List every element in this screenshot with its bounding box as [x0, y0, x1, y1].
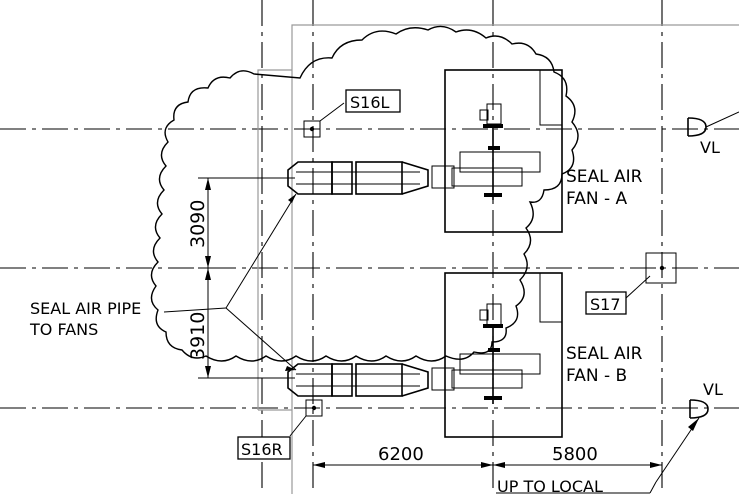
fan-a-label-line2: FAN - A [566, 189, 628, 209]
building-outline [257, 24, 739, 494]
fan-a-label-line1: SEAL AIR [566, 167, 643, 187]
s16l-marker [303, 89, 401, 138]
dim-5800-label: 5800 [552, 444, 598, 465]
s17-label: S17 [590, 295, 621, 314]
fan-b-label-line1: SEAL AIR [566, 344, 643, 364]
dim-6200-label: 6200 [378, 444, 424, 465]
s16r-marker [237, 399, 323, 460]
s17-marker [585, 252, 677, 315]
vertical-dimension [198, 177, 295, 379]
s16r-label: S16R [241, 440, 283, 459]
pipe-leader-lines [163, 193, 297, 371]
pipe-label-line2: TO FANS [29, 320, 98, 339]
fan-b-label-line2: FAN - B [566, 366, 627, 386]
vl-valve-bottom-icon [655, 399, 709, 483]
s16l-label: S16L [350, 93, 390, 112]
pipe-label-line1: SEAL AIR PIPE [30, 299, 141, 318]
revision-cloud [150, 25, 579, 362]
up-to-local-leader [496, 481, 657, 494]
duct-a [287, 161, 429, 195]
dim-3910-label: 3910 [187, 312, 209, 360]
duct-b [287, 363, 429, 397]
vl-valve-top-icon [687, 111, 739, 137]
horizontal-dimension [313, 462, 662, 468]
fan-b-unit [431, 272, 563, 438]
up-to-local-label: UP TO LOCAL [497, 477, 603, 494]
dim-3090-label: 3090 [187, 200, 209, 248]
vl-bottom-label: VL [703, 380, 723, 399]
fan-a-unit [431, 69, 563, 233]
vl-top-label: VL [700, 138, 720, 157]
